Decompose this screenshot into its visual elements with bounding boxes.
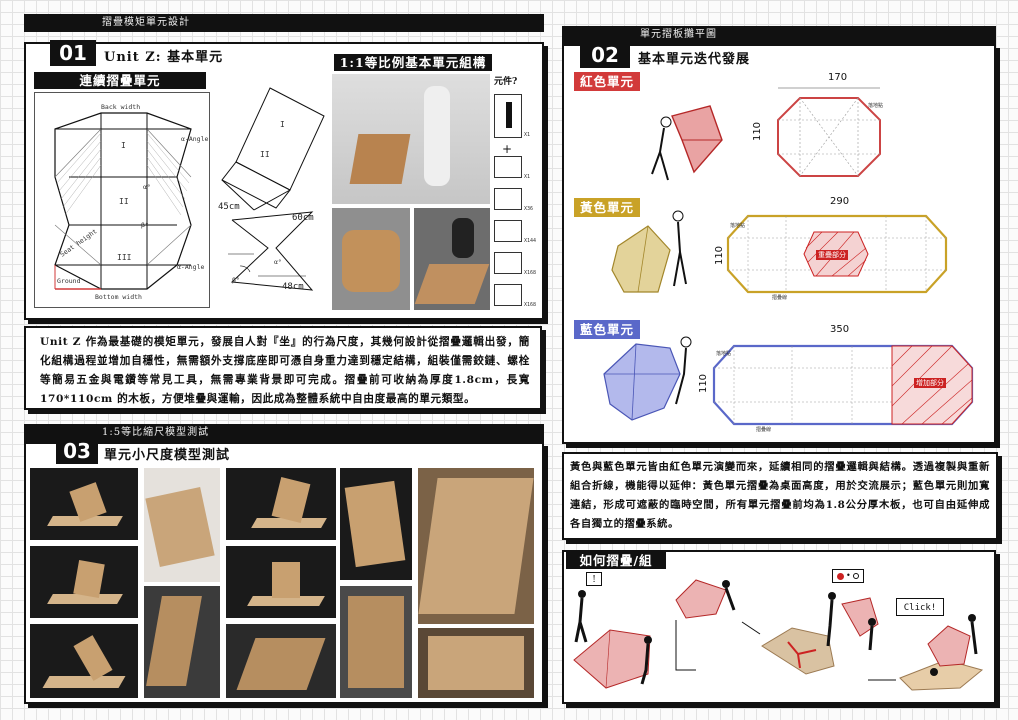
model-photo-6 — [226, 468, 336, 540]
blue-unit-figure — [590, 334, 700, 430]
section1-description-box: Unit Z 作為最基礎的模矩單元，發展自人對『坐』的行為尺度，其幾何設計從摺疊… — [24, 326, 542, 410]
chair-photo — [332, 74, 490, 204]
section2-number: 02 — [580, 42, 630, 68]
click-bubble: Click! — [896, 598, 944, 616]
yellow-unit-overlap: 重疊部分 — [816, 250, 848, 260]
section1-sub-label: 連續摺疊單元 — [34, 72, 206, 89]
model-photo-5 — [144, 586, 220, 698]
chair-diagram: I II 45cm 60cm 48cm α° β° — [214, 80, 330, 312]
alpha-label: α° — [143, 183, 151, 191]
model-photo-12 — [418, 628, 534, 698]
roman-ii-label: II — [119, 197, 129, 206]
section2-description: 黃色與藍色單元皆由紅色單元演變而來，延續相同的摺疊邏輯與結構。透過複製與重新組合… — [570, 461, 990, 530]
model-photo-3 — [30, 624, 138, 698]
model-photo-10 — [340, 586, 412, 698]
model-photo-7 — [226, 546, 336, 618]
model-photo-4 — [144, 468, 220, 582]
yellow-unit-figure — [598, 206, 698, 302]
dim-60cm: 60cm — [292, 213, 314, 223]
section1-description: Unit Z 作為最基礎的模矩單元，發展自人對『坐』的行為尺度，其幾何設計從摺疊… — [40, 336, 530, 405]
section2-tab: 單元摺板攤平圖 — [562, 26, 996, 44]
roman-i-label: I — [121, 141, 126, 150]
circle-icon — [853, 573, 859, 579]
blue-unit-ground-point: 落地點 — [716, 351, 732, 357]
section1-tab: 摺疊模矩單元設計 — [24, 14, 544, 32]
red-unit-height: 110 — [752, 121, 764, 142]
red-unit-flat-pattern: 落地點 — [764, 84, 894, 184]
dim-48cm: 48cm — [282, 282, 304, 292]
arrow-right-icon: • — [846, 571, 851, 580]
red-unit-figure — [642, 96, 732, 186]
section2-description-box: 黃色與藍色單元皆由紅色單元演變而來，延續相同的摺疊邏輯與結構。透過複製與重新組合… — [562, 452, 998, 540]
dim-45cm: 45cm — [218, 202, 240, 212]
back-width-label: Back width — [101, 103, 141, 111]
model-photo-9 — [340, 468, 412, 580]
red-unit-width: 170 — [828, 72, 848, 83]
parts-list: X1 + X1 X36 X144 X168 X168 — [494, 90, 536, 310]
blue-unit-label: 藍色單元 — [574, 320, 641, 339]
model-photo-8 — [226, 624, 336, 698]
beta-label: β° — [141, 221, 149, 229]
yellow-unit-ground-point: 落地點 — [730, 223, 746, 229]
alpha-angle-top-label: α-Angle — [181, 135, 209, 143]
roman-iii-label: III — [117, 253, 132, 262]
yellow-unit-width: 290 — [830, 196, 850, 207]
blue-unit-width: 350 — [830, 324, 850, 335]
model-photo-2 — [30, 546, 138, 618]
blue-unit-added-part: 增加部分 — [914, 378, 946, 388]
floor-board-photo — [332, 208, 410, 310]
exclaim-bubble: ! — [586, 572, 602, 586]
section1-title: Unit Z: 基本單元 — [104, 50, 224, 65]
chair-beta: β° — [232, 276, 240, 284]
yellow-unit-hinge-line: 摺疊線 — [772, 295, 788, 301]
fold-steps-illustration: ! • Click! — [566, 569, 992, 700]
fold-unit-diagram: Back width Bottom width Seat height Grou… — [34, 92, 210, 308]
section3-title: 單元小尺度模型測試 — [104, 448, 231, 463]
chair-roman-ii: II — [260, 150, 270, 159]
model-photo-11 — [418, 468, 534, 624]
section2-title: 基本單元迭代發展 — [638, 52, 751, 67]
bottom-width-label: Bottom width — [95, 293, 142, 301]
section3-number: 03 — [56, 438, 98, 464]
parts-label: 元件? — [494, 77, 518, 87]
yellow-unit-label: 黃色單元 — [574, 198, 641, 217]
blue-unit-flat-pattern: 增加部分 落地點 摺疊線 — [712, 338, 974, 433]
chair-alpha: α° — [274, 258, 282, 266]
blue-unit-hinge-line: 摺疊線 — [756, 427, 772, 433]
section3-tab: 1:5等比縮尺模型測試 — [24, 424, 544, 442]
ground-label: Ground — [57, 277, 81, 285]
record-icon — [837, 573, 844, 580]
model-photo-1 — [30, 468, 138, 540]
photo-heading: 1:1等比例基本單元組構 — [334, 54, 492, 71]
alpha-angle-bottom-label: α-Angle — [177, 263, 205, 271]
red-unit-ground-point: 落地點 — [868, 103, 884, 109]
chair-roman-i: I — [280, 120, 285, 129]
assembly-photo — [414, 208, 490, 310]
record-icon-bubble: • — [832, 569, 864, 583]
blue-unit-height: 110 — [698, 373, 710, 394]
red-unit-label: 紅色單元 — [574, 72, 641, 91]
section1-number: 01 — [50, 40, 96, 66]
yellow-unit-height: 110 — [714, 245, 726, 266]
yellow-unit-flat-pattern: 重疊部分 落地點 摺疊線 — [726, 208, 948, 301]
section4-title: 如何摺疊/組裝?! — [566, 552, 666, 585]
